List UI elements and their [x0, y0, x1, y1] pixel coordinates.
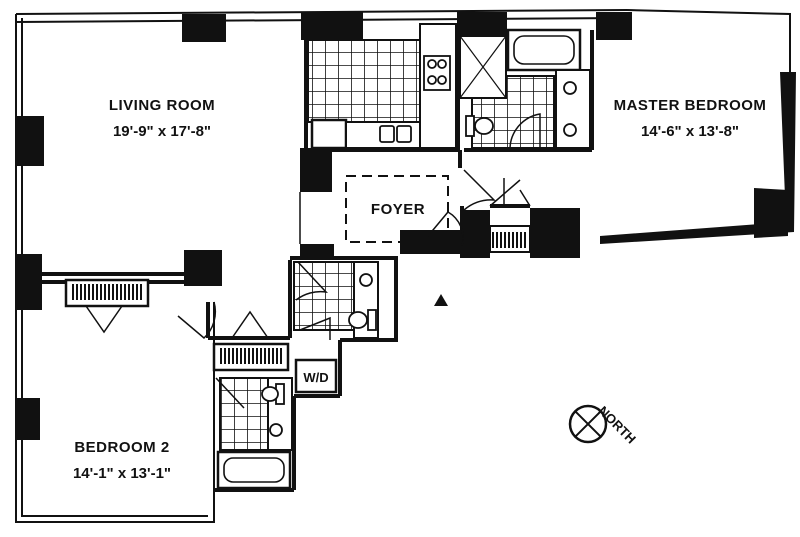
vanity-sink-icon-2 — [563, 123, 577, 137]
kitchen — [307, 23, 457, 150]
bedroom2-name: BEDROOM 2 — [74, 439, 169, 456]
master-bath-door-swing — [509, 113, 541, 150]
kitchen-tile-floor — [307, 39, 421, 123]
master-corner-pier — [754, 188, 788, 238]
hall-bath — [293, 261, 379, 340]
thin-walls — [299, 148, 505, 244]
laundry-closet — [294, 358, 338, 394]
entry-arrow-icon — [434, 294, 448, 306]
kitchen-sink-icon — [379, 125, 412, 143]
bedroom2-bath — [215, 377, 293, 490]
hall-bath-sink-icon — [359, 273, 373, 287]
bedroom2-dims: 14'-1" x 13'-1" — [73, 465, 171, 482]
master-bedroom-name: MASTER BEDROOM — [614, 97, 767, 114]
master-bedroom-dims: 14'-6" x 13'-8" — [641, 123, 739, 140]
cooktop-icon — [423, 55, 451, 91]
hall-bath-toilet-icon — [348, 309, 377, 331]
bedroom2-bath-sink-icon — [269, 423, 283, 437]
bedroom2-bath-toilet-icon — [261, 383, 285, 405]
compass-icon — [568, 404, 608, 444]
master-closet — [489, 179, 531, 253]
hall-closet — [177, 301, 290, 372]
toilet-icon — [465, 115, 494, 137]
foyer-area — [345, 175, 449, 243]
vanity — [555, 69, 591, 149]
master-bath — [459, 28, 591, 150]
living-room-dims: 19'-9" x 17'-8" — [113, 123, 211, 140]
living-room-name: LIVING ROOM — [109, 97, 215, 114]
refrigerator — [310, 118, 348, 150]
wall-piers — [16, 12, 632, 440]
vanity-sink-icon — [563, 81, 577, 95]
foyer-name: FOYER — [371, 201, 425, 218]
foyer-door-swings — [427, 169, 496, 247]
bedroom2-closet — [64, 278, 150, 334]
laundry-name: W/D — [303, 370, 328, 385]
